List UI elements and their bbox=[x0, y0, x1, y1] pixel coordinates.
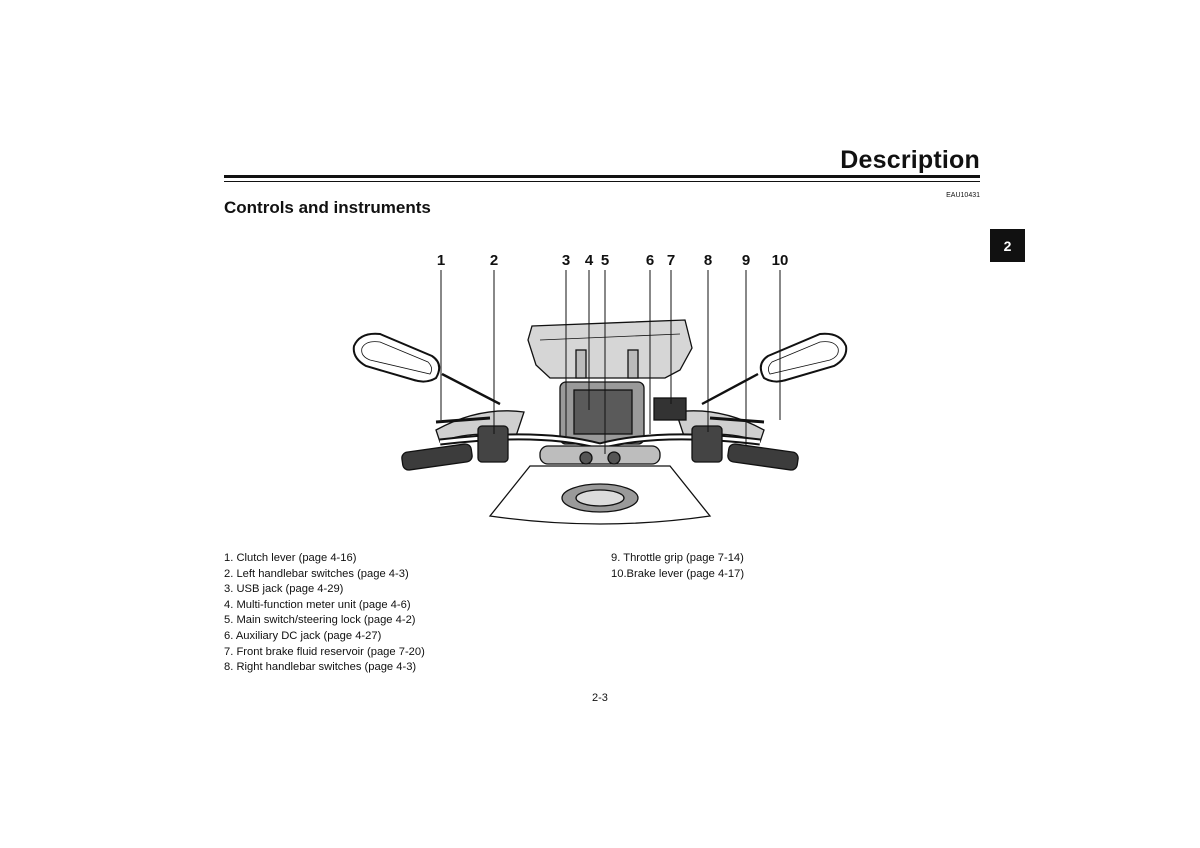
clutch-lever bbox=[435, 416, 491, 424]
brake-lever bbox=[709, 416, 765, 424]
left-mirror-mount bbox=[575, 349, 587, 379]
legend-item: 3. USB jack (page 4-29) bbox=[224, 583, 344, 596]
callout-number-5: 5 bbox=[600, 252, 610, 269]
callout-number-10: 10 bbox=[771, 252, 789, 269]
legend-list-left: 1. Clutch lever (page 4-16) 2. Left hand… bbox=[224, 551, 425, 676]
legend-item: 10.Brake lever (page 4-17) bbox=[611, 567, 745, 580]
reservoir bbox=[653, 397, 687, 421]
callout-number-1: 1 bbox=[436, 252, 446, 269]
right-switch-housing bbox=[691, 425, 723, 463]
document-code: EAU10431 bbox=[946, 192, 980, 199]
legend-item: 6. Auxiliary DC jack (page 4-27) bbox=[224, 629, 382, 642]
top-clamp bbox=[539, 445, 661, 465]
callout-number-2: 2 bbox=[489, 252, 499, 269]
callout-number-6: 6 bbox=[645, 252, 655, 269]
chapter-tab: 2 bbox=[990, 229, 1025, 262]
legend-item: 2. Left handlebar switches (page 4-3) bbox=[224, 567, 409, 580]
page-header-title: Description bbox=[840, 146, 980, 174]
page-number: 2-3 bbox=[592, 692, 608, 704]
callout-number-9: 9 bbox=[741, 252, 751, 269]
callout-number-3: 3 bbox=[561, 252, 571, 269]
legend-item: 1. Clutch lever (page 4-16) bbox=[224, 552, 357, 564]
left-grip bbox=[401, 443, 473, 471]
callout-number-7: 7 bbox=[666, 252, 676, 269]
left-switch-housing bbox=[477, 425, 509, 463]
handlebar-illustration bbox=[352, 270, 848, 525]
header-rule-thick bbox=[224, 175, 980, 178]
legend-item: 4. Multi-function meter unit (page 4-6) bbox=[224, 598, 411, 611]
callout-number-8: 8 bbox=[703, 252, 713, 269]
legend-list-right: 9. Throttle grip (page 7-14) 10.Brake le… bbox=[611, 551, 744, 582]
left-mirror bbox=[352, 332, 441, 383]
right-grip bbox=[727, 443, 799, 471]
legend-item: 5. Main switch/steering lock (page 4-2) bbox=[224, 614, 416, 627]
callout-number-4: 4 bbox=[584, 252, 594, 269]
legend-item: 9. Throttle grip (page 7-14) bbox=[611, 552, 744, 564]
section-title: Controls and instruments bbox=[224, 198, 431, 217]
header-rule-thin bbox=[224, 181, 980, 182]
legend-item: 8. Right handlebar switches (page 4-3) bbox=[224, 661, 417, 674]
windscreen bbox=[527, 319, 693, 379]
right-mirror-mount bbox=[627, 349, 639, 379]
right-mirror bbox=[759, 332, 848, 383]
meter-screen bbox=[573, 389, 633, 435]
legend-item: 7. Front brake fluid reservoir (page 7-2… bbox=[224, 645, 425, 658]
